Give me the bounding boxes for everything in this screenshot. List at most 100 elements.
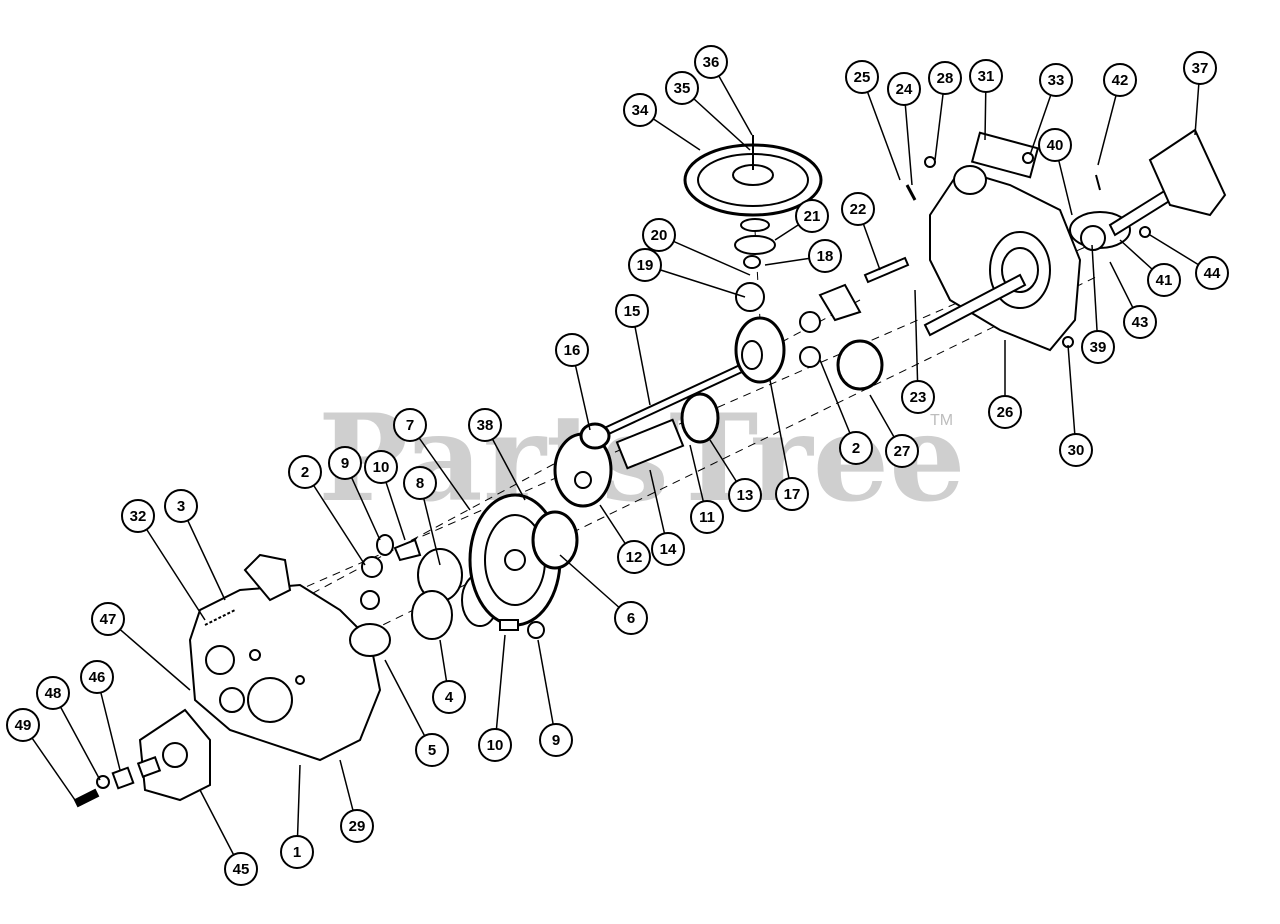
callout-leader-line: [304, 471, 366, 566]
callout-badge: [1039, 63, 1073, 97]
callout-34: 34: [623, 93, 701, 151]
callout-label: 2: [852, 440, 860, 457]
callout-badge: [1147, 263, 1181, 297]
callout-36: 36: [694, 45, 753, 136]
callout-badge: [403, 466, 437, 500]
callout-12: 12: [599, 504, 651, 574]
callout-label: 26: [997, 404, 1014, 421]
callout-badge: [887, 72, 921, 106]
callout-leader-line: [769, 379, 793, 495]
callout-10: 10: [364, 450, 406, 541]
callout-badge: [623, 93, 657, 127]
callout-label: 25: [854, 69, 871, 86]
callout-label: 10: [487, 737, 504, 754]
middle-shaft-and-gears: [579, 316, 786, 470]
callout-label: 37: [1192, 60, 1209, 77]
callout-label: 45: [233, 861, 250, 878]
callout-badge: [478, 728, 512, 762]
callout-label: 46: [89, 669, 106, 686]
callout-4: 4: [432, 639, 466, 714]
callout-label: 35: [674, 80, 691, 97]
callout-5: 5: [384, 659, 449, 767]
callout-18: 18: [764, 239, 842, 273]
callout-badge: [224, 852, 258, 886]
callout-badge: [415, 733, 449, 767]
callout-label: 9: [552, 732, 560, 749]
callout-16: 16: [555, 333, 591, 431]
right-housing-part: [799, 128, 1227, 391]
callout-leader-line: [1091, 244, 1099, 348]
callout-label: 7: [406, 417, 414, 434]
callout-48: 48: [36, 676, 101, 781]
callout-badge: [901, 380, 935, 414]
callout-20: 20: [642, 218, 751, 276]
callout-22: 22: [841, 192, 881, 271]
callout-badge: [1081, 330, 1115, 364]
callout-label: 12: [626, 549, 643, 566]
callout-badge: [651, 532, 685, 566]
callout-15: 15: [615, 294, 651, 406]
callout-49: 49: [6, 708, 76, 801]
callout-7: 7: [393, 408, 471, 511]
callout-label: 13: [737, 487, 754, 504]
callout-label: 1: [293, 844, 301, 861]
left-housing-part: [188, 553, 382, 762]
callout-1: 1: [280, 764, 314, 869]
callout-label: 28: [937, 70, 954, 87]
callout-label: 40: [1047, 137, 1064, 154]
callout-badge: [340, 809, 374, 843]
callout-29: 29: [339, 759, 374, 843]
callout-label: 16: [564, 342, 581, 359]
callout-2: 2: [819, 359, 873, 465]
callout-label: 27: [894, 443, 911, 460]
callout-label: 21: [804, 208, 821, 225]
callout-label: 11: [699, 509, 715, 526]
callout-badge: [885, 434, 919, 468]
callout-badge: [393, 408, 427, 442]
callout-label: 19: [637, 257, 654, 274]
callout-label: 41: [1156, 272, 1173, 289]
callout-label: 15: [624, 303, 641, 320]
callout-badge: [1038, 128, 1072, 162]
callout-badge: [1195, 256, 1229, 290]
callout-badge: [6, 708, 40, 742]
callout-41: 41: [1119, 239, 1181, 297]
callout-31: 31: [969, 59, 1003, 141]
left-bracket-part: [73, 708, 211, 808]
callout-label: 24: [896, 81, 913, 98]
callout-8: 8: [403, 466, 441, 566]
callout-leader-line: [1067, 344, 1077, 451]
callout-badge: [36, 676, 70, 710]
callout-43: 43: [1109, 261, 1157, 339]
watermark-trademark: TM: [930, 412, 953, 429]
callout-badge: [364, 450, 398, 484]
callout-badge: [808, 239, 842, 273]
callout-badge: [555, 333, 589, 367]
callout-badge: [728, 478, 762, 512]
callout-badge: [628, 248, 662, 282]
callout-badge: [1123, 305, 1157, 339]
callout-30: 30: [1059, 344, 1093, 467]
callout-badge: [694, 45, 728, 79]
callout-leader-line: [494, 634, 506, 746]
callout-badge: [845, 60, 879, 94]
callout-label: 43: [1132, 314, 1149, 331]
callout-2: 2: [288, 455, 366, 566]
callout-badge: [468, 408, 502, 442]
callout-label: 8: [416, 475, 424, 492]
callout-42: 42: [1097, 63, 1137, 166]
callout-label: 10: [373, 459, 390, 476]
callout-badge: [795, 199, 829, 233]
callout-badge: [280, 835, 314, 869]
callout-label: 39: [1090, 339, 1107, 356]
callout-badge: [80, 660, 114, 694]
callout-38: 38: [468, 408, 526, 501]
callout-label: 34: [632, 102, 649, 119]
callout-label: 2: [301, 464, 309, 481]
callout-45: 45: [199, 789, 258, 886]
callout-label: 6: [627, 610, 635, 627]
callout-label: 42: [1112, 72, 1129, 89]
callout-24: 24: [887, 72, 921, 186]
callout-label: 31: [978, 68, 995, 85]
